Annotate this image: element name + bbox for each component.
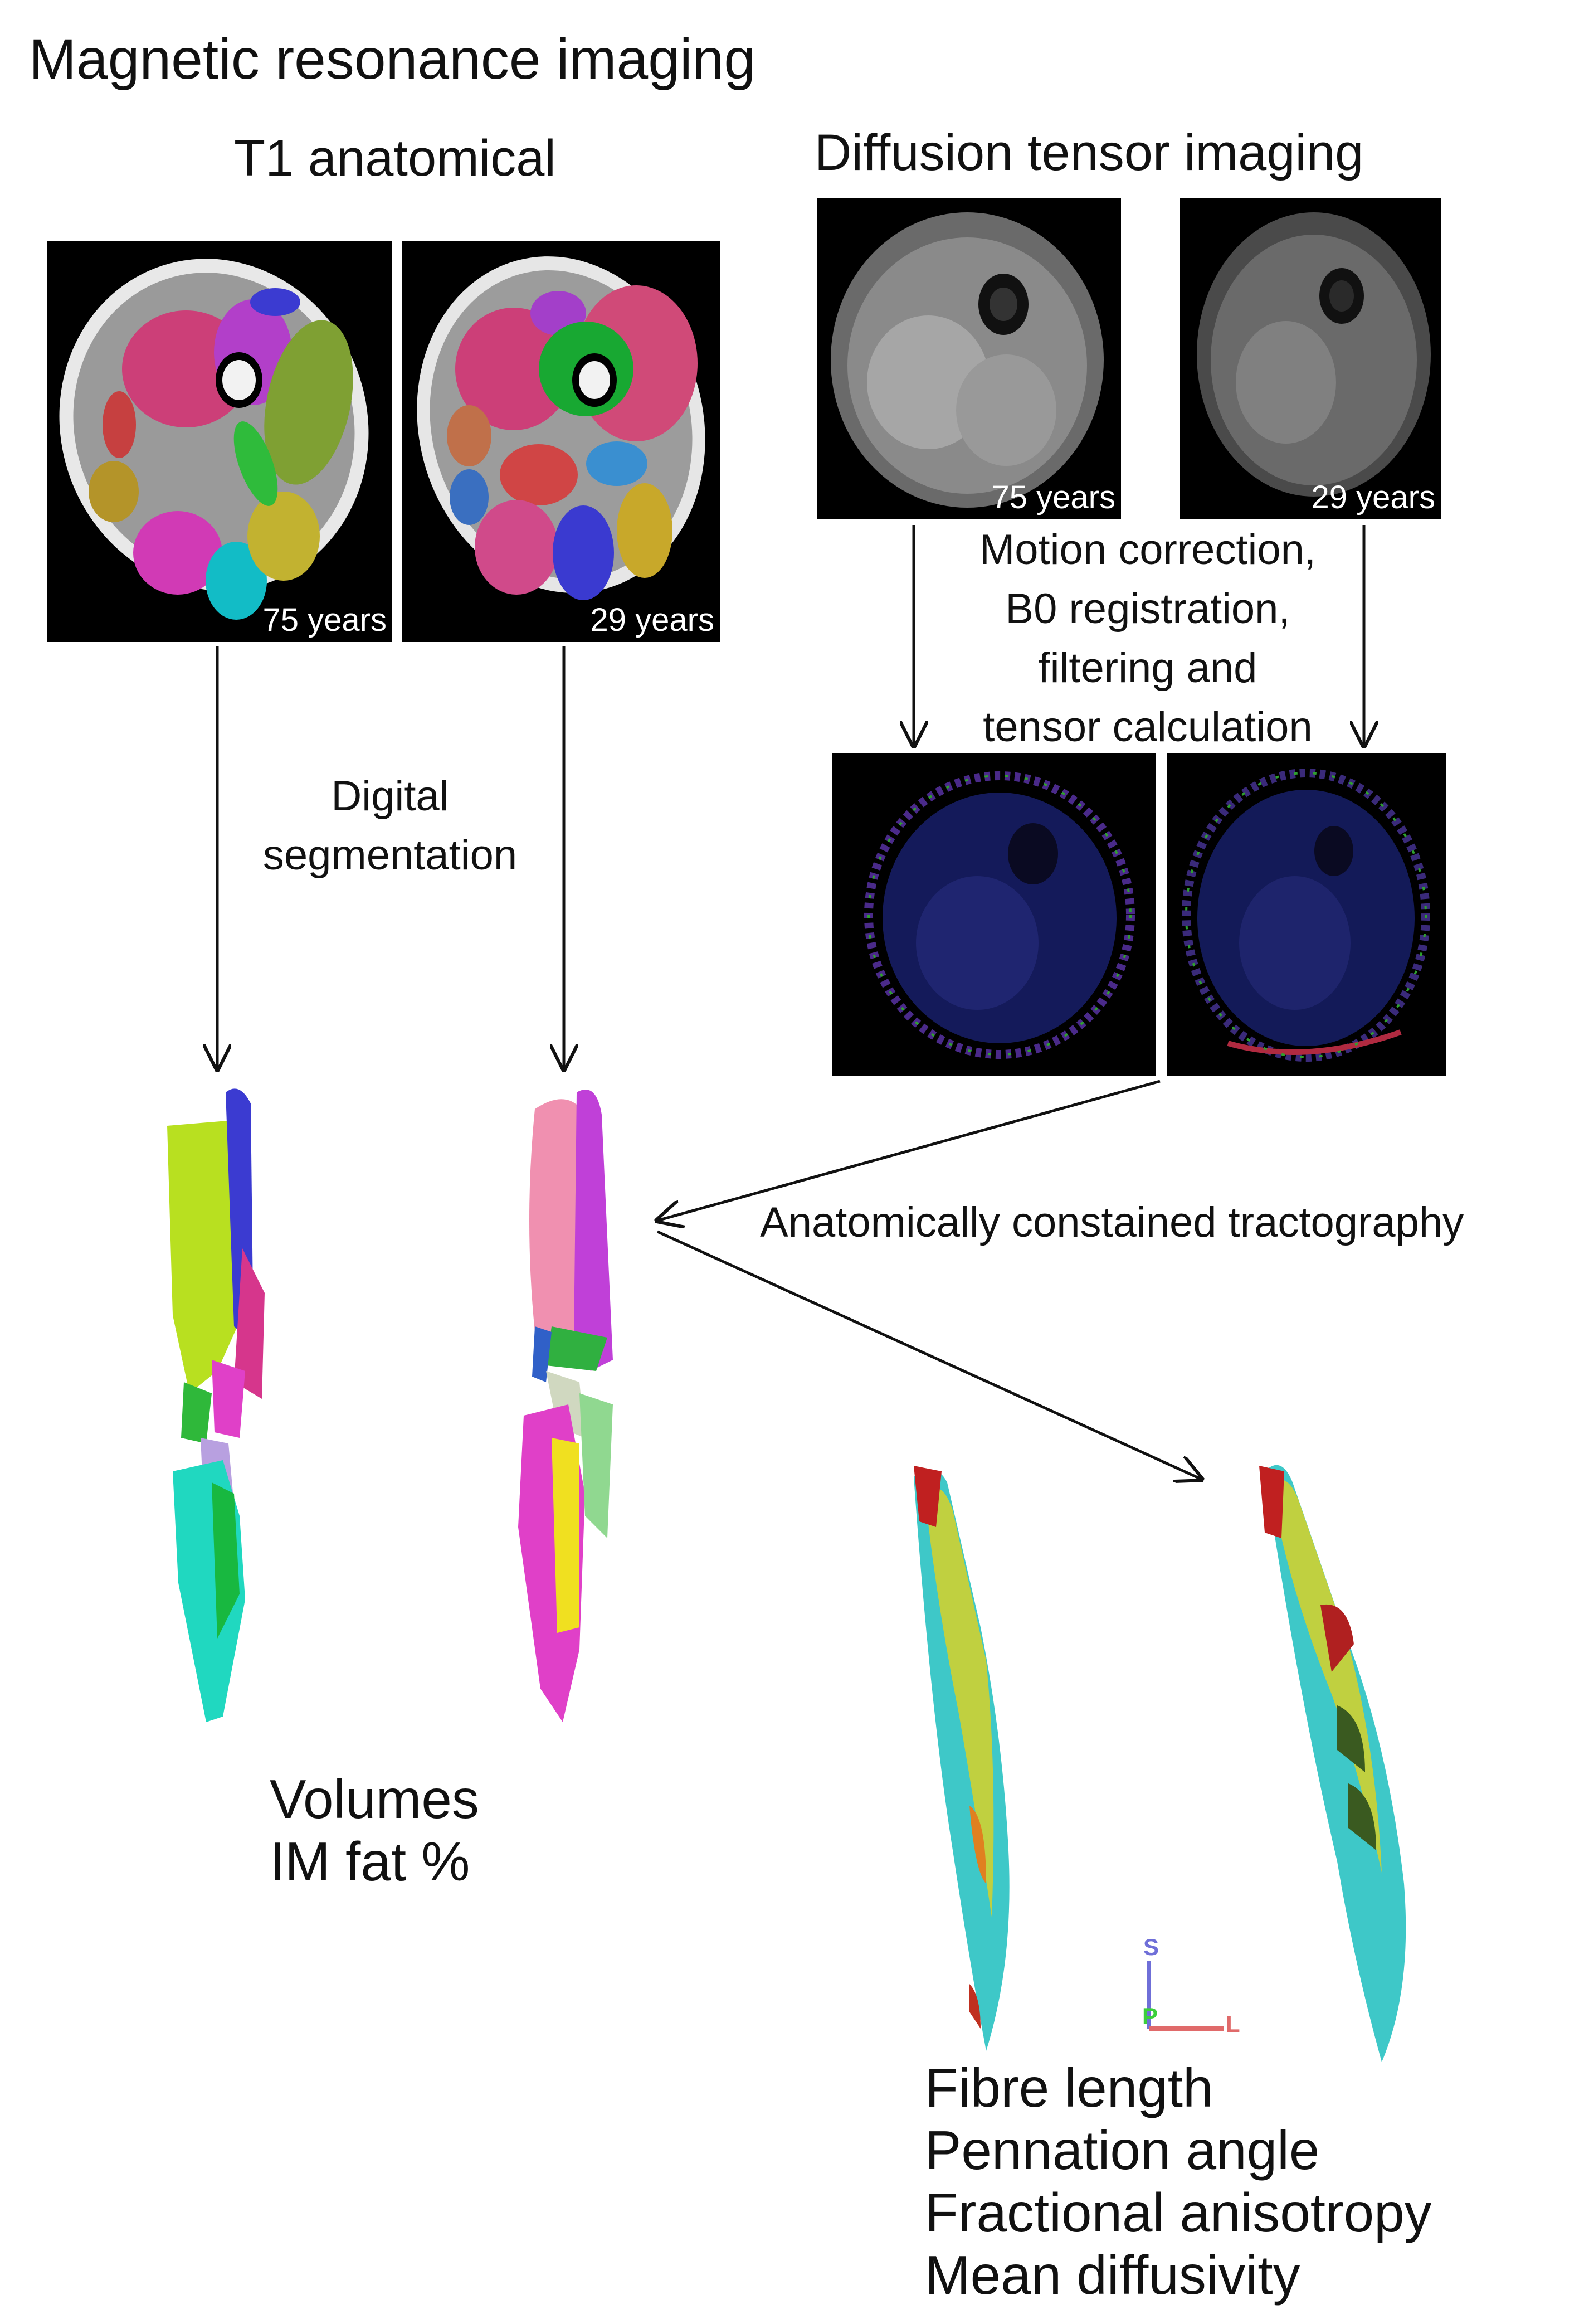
dti-image-29-years: 29 years (1180, 198, 1441, 519)
dti-scan-75 (831, 212, 1104, 508)
segmentation-outcomes: Volumes IM fat % (270, 1768, 479, 1893)
dti-age-label-29: 29 years (1311, 479, 1435, 516)
segmented-muscle-model-29 (518, 1090, 613, 1722)
arrow-model-to-tractography (656, 1230, 1201, 1479)
outcome-volumes: Volumes (270, 1768, 479, 1830)
arrow-tensor-to-model (657, 1080, 1161, 1221)
dti-processing-line-3: filtering and (1038, 644, 1257, 692)
tensor-map-75 (864, 771, 1135, 1059)
tensor-map-29 (1182, 769, 1430, 1062)
segmentation-step: Digital segmentation (234, 767, 546, 885)
dti-scan-29 (1197, 212, 1431, 497)
t1-age-label-75: 75 years (262, 602, 387, 638)
axis-l-label: L (1226, 2011, 1240, 2037)
t1-scan-75 (59, 259, 369, 620)
dti-processing-line-4: tensor calculation (983, 703, 1313, 751)
tractography-outcomes: Fibre length Pennation angle Fractional … (925, 2056, 1432, 2306)
dti-processing-line-1: Motion correction, (979, 526, 1317, 573)
orientation-axes: S P L (1142, 1934, 1240, 2037)
axis-p-label: P (1142, 2003, 1158, 2029)
segmentation-step-line-2: segmentation (262, 832, 518, 879)
fibre-tractography-29 (1259, 1465, 1406, 2062)
dti-image-75-years: 75 years (817, 198, 1121, 519)
dti-age-label-75: 75 years (991, 479, 1115, 516)
dti-heading: Diffusion tensor imaging (815, 124, 1364, 181)
outcome-fractional-anisotropy: Fractional anisotropy (925, 2182, 1432, 2243)
tractography-label: Anatomically constained tractography (760, 1199, 1464, 1246)
tensor-map-75-years (832, 753, 1156, 1076)
segmentation-step-line-1: Digital (331, 772, 449, 820)
t1-scan-29 (417, 256, 705, 600)
outcome-im-fat: IM fat % (270, 1831, 470, 1892)
segmented-muscle-model-75 (167, 1088, 265, 1722)
outcome-pennation-angle: Pennation angle (925, 2119, 1320, 2181)
outcome-mean-diffusivity: Mean diffusivity (925, 2244, 1300, 2306)
dti-processing-step: Motion correction, B0 registration, filt… (925, 521, 1371, 757)
figure-title: Magnetic resonance imaging (29, 27, 756, 91)
dti-processing-line-2: B0 registration, (1005, 585, 1290, 633)
fibre-tractography-75 (914, 1466, 1010, 2051)
t1-image-29-years: 29 years (402, 241, 720, 642)
axis-s-label: S (1143, 1934, 1159, 1960)
outcome-fibre-length: Fibre length (925, 2057, 1213, 2118)
t1-heading: T1 anatomical (234, 130, 556, 187)
t1-age-label-29: 29 years (590, 602, 714, 638)
t1-image-75-years: 75 years (47, 241, 392, 642)
tensor-map-29-years (1167, 753, 1446, 1076)
